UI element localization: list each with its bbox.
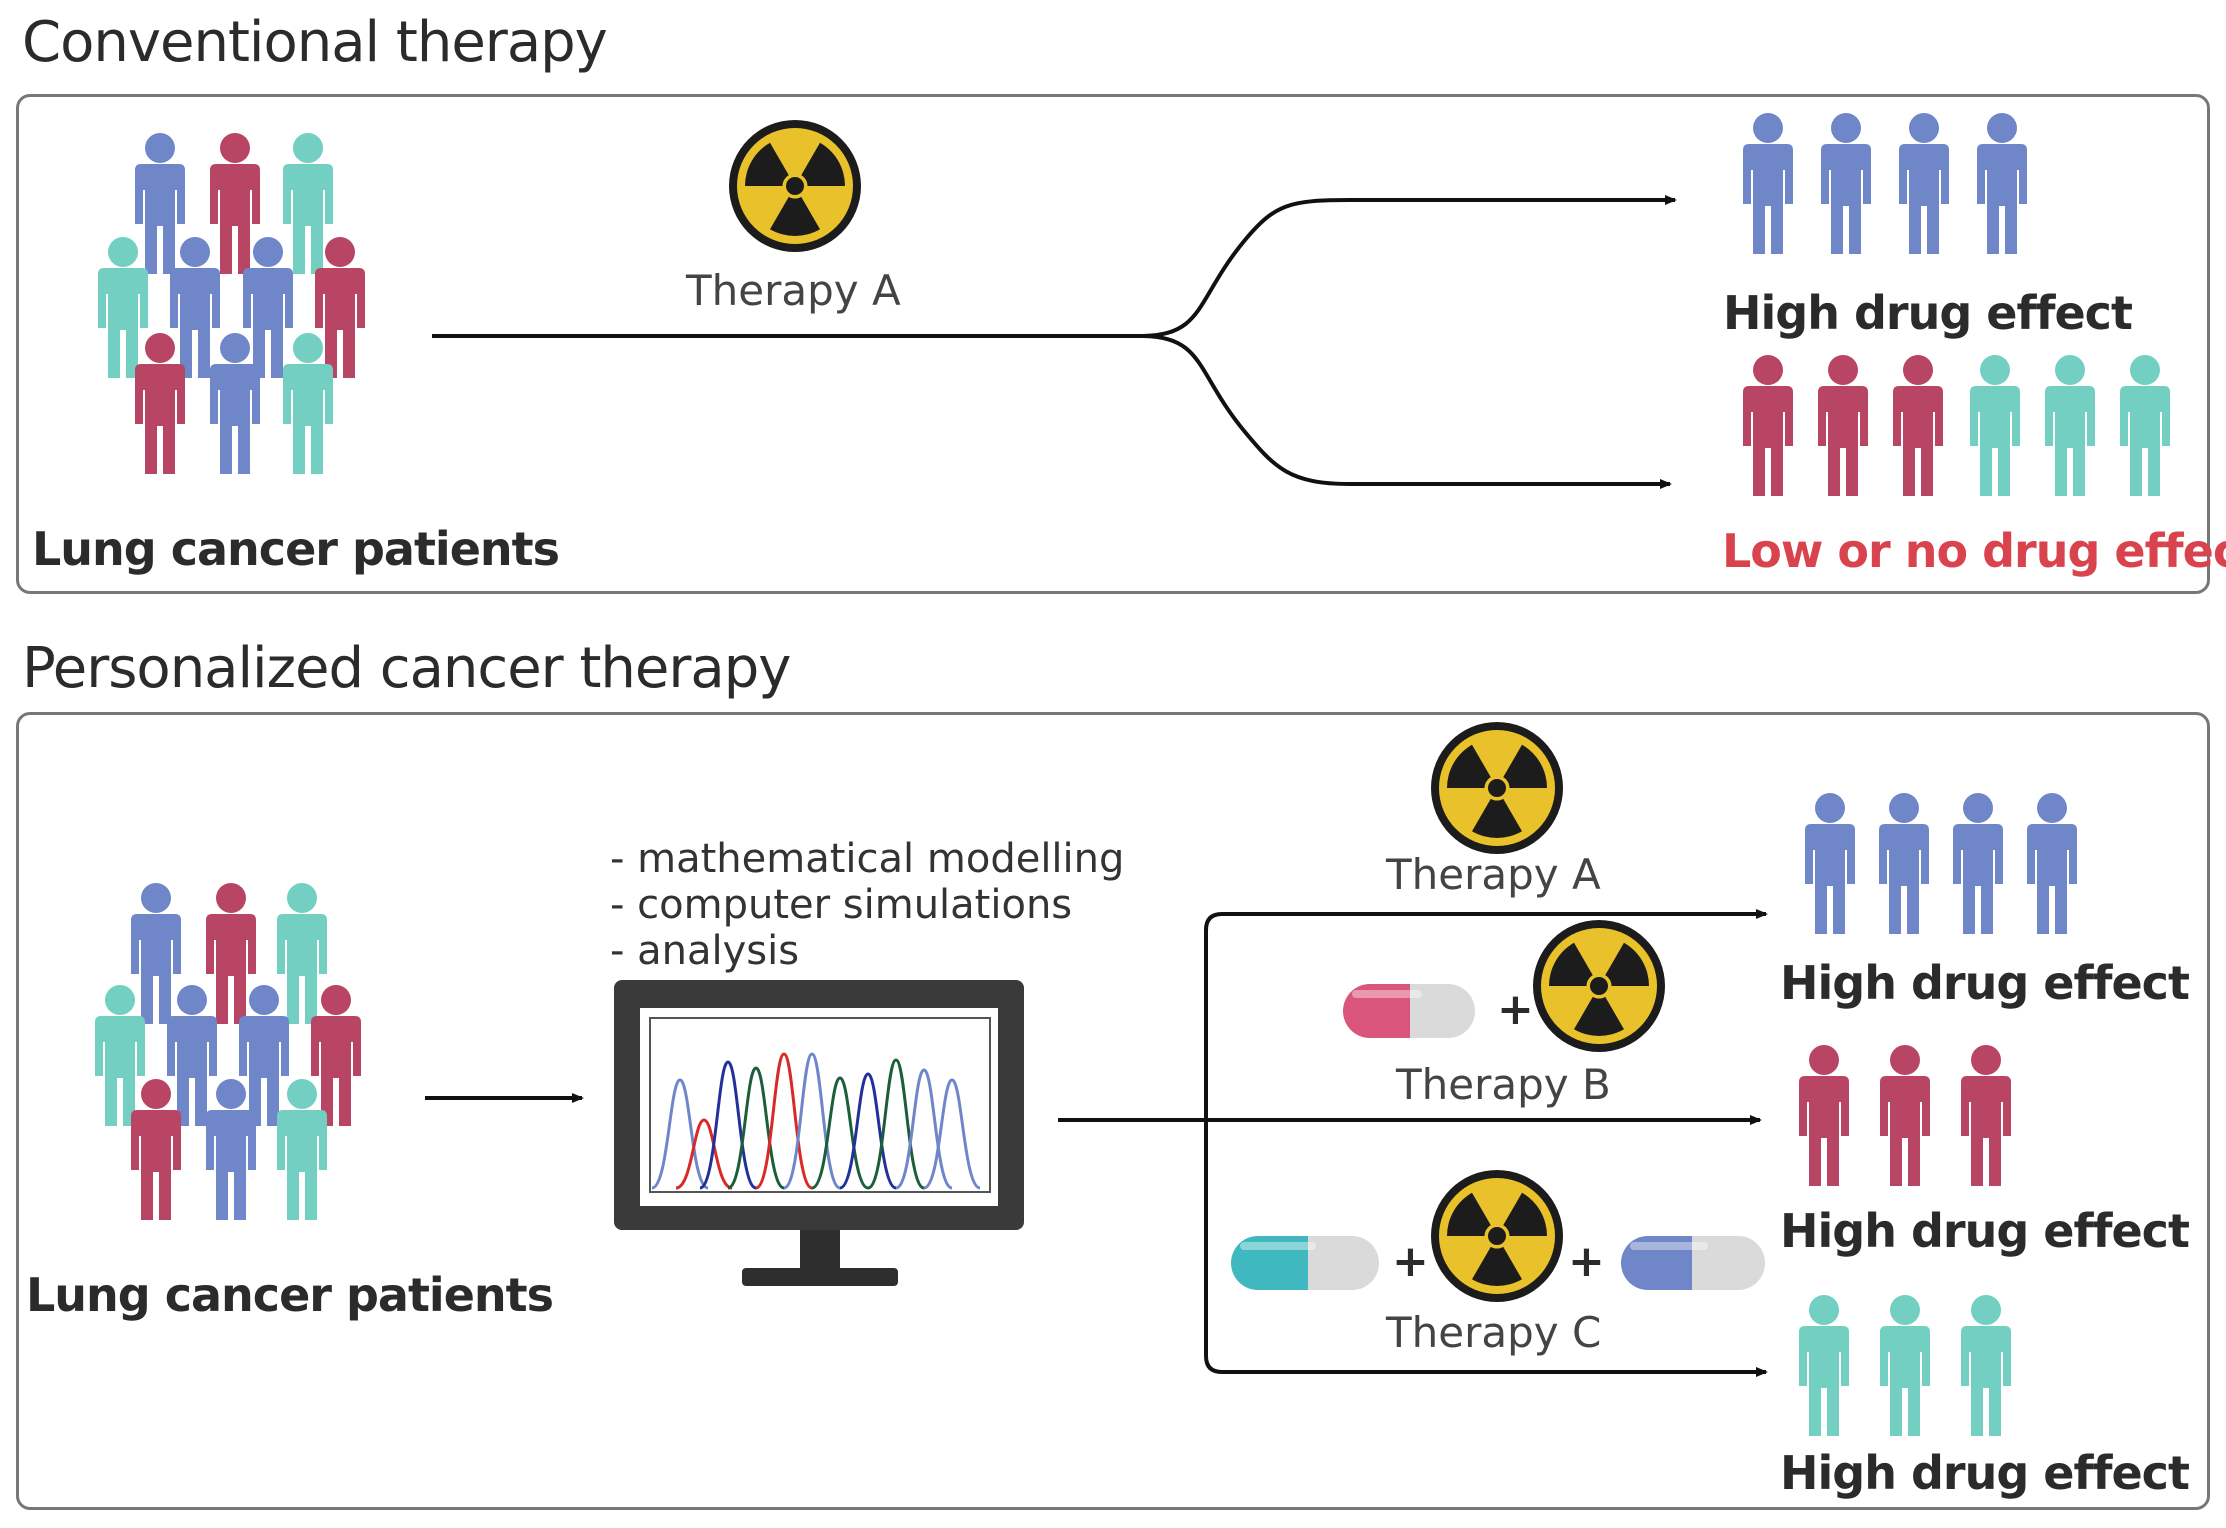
chromatogram-peaks <box>651 1052 981 1190</box>
therapy-a-outcome-group <box>1805 793 2077 934</box>
person-icon <box>243 237 293 378</box>
conventional-low-effect-label: Low or no drug effect <box>1722 524 2226 578</box>
person-icon <box>210 333 260 474</box>
person-icon <box>206 883 256 1024</box>
person-icon <box>1805 793 1855 934</box>
person-icon <box>2120 355 2170 496</box>
person-icon <box>135 333 185 474</box>
therapy-b-outcome-group <box>1799 1045 2011 1186</box>
therapy-c-combo <box>1231 1170 1765 1302</box>
person-icon <box>1799 1295 1849 1436</box>
person-icon <box>2027 793 2077 934</box>
therapy-c-outcome-label: High drug effect <box>1780 1446 2190 1500</box>
person-icon <box>1879 793 1929 934</box>
therapy-c-label: Therapy C <box>1386 1308 1602 1357</box>
person-icon <box>1961 1045 2011 1186</box>
personalized-title: Personalized cancer therapy <box>22 636 791 701</box>
radiation-hazard-icon <box>1431 722 1563 854</box>
therapy-a-label: Therapy A <box>1386 850 1601 899</box>
person-icon <box>1953 793 2003 934</box>
person-icon <box>239 985 289 1126</box>
therapy-b-outcome-label: High drug effect <box>1780 1204 2190 1258</box>
therapy-a-outcome-label: High drug effect <box>1780 956 2190 1010</box>
method-item: - mathematical modelling <box>610 836 1125 882</box>
method-item: - analysis <box>610 928 800 974</box>
capsule-icon <box>1231 1236 1379 1290</box>
person-icon <box>1743 113 1793 254</box>
conventional-low-effect-group <box>1743 355 2170 496</box>
person-icon <box>1818 355 1868 496</box>
methods-list: - mathematical modelling - computer simu… <box>610 836 1124 974</box>
computer-monitor-icon <box>614 980 1024 1286</box>
personalized-patients-crowd <box>95 883 361 1220</box>
person-icon <box>1899 113 1949 254</box>
person-icon <box>170 237 220 378</box>
conventional-arrows <box>432 195 1677 489</box>
radiation-hazard-icon <box>1431 1170 1563 1302</box>
personalized-arrows <box>1058 909 1768 1377</box>
person-icon <box>1799 1045 1849 1186</box>
person-icon <box>135 133 185 274</box>
method-item: - computer simulations <box>610 882 1073 928</box>
therapy-c-outcome-group <box>1799 1295 2011 1436</box>
personalized-patients-label: Lung cancer patients <box>26 1268 554 1322</box>
person-icon <box>167 985 217 1126</box>
conventional-high-effect-label: High drug effect <box>1723 286 2133 340</box>
plus-sign: + <box>1392 1236 1429 1287</box>
person-icon <box>1961 1295 2011 1436</box>
person-icon <box>98 237 148 378</box>
person-icon <box>311 985 361 1126</box>
radiation-hazard-icon <box>1533 920 1665 1052</box>
branch-arrow-low <box>1139 334 1672 489</box>
person-icon <box>206 1079 256 1220</box>
conventional-therapy-label: Therapy A <box>686 266 901 315</box>
person-icon <box>95 985 145 1126</box>
therapy-b-label: Therapy B <box>1396 1060 1611 1109</box>
person-icon <box>210 133 260 274</box>
conventional-patients-label: Lung cancer patients <box>32 522 560 576</box>
radiation-hazard-icon <box>729 120 861 252</box>
therapy-b-combo <box>1343 920 1665 1052</box>
plus-sign: + <box>1497 984 1534 1035</box>
person-icon <box>277 883 327 1024</box>
person-icon <box>131 883 181 1024</box>
person-icon <box>1977 113 2027 254</box>
person-icon <box>1970 355 2020 496</box>
person-icon <box>131 1079 181 1220</box>
person-icon <box>277 1079 327 1220</box>
person-icon <box>1821 113 1871 254</box>
branch-arrow-high <box>1139 195 1677 338</box>
conventional-high-effect-group <box>1743 113 2027 254</box>
person-icon <box>1743 355 1793 496</box>
plus-sign: + <box>1568 1236 1605 1287</box>
person-icon <box>1893 355 1943 496</box>
conventional-patients-crowd <box>98 133 365 474</box>
person-icon <box>2045 355 2095 496</box>
bracket-line <box>1204 912 1762 1374</box>
capsule-icon <box>1621 1236 1765 1290</box>
person-icon <box>1880 1295 1930 1436</box>
conventional-title: Conventional therapy <box>22 10 608 75</box>
person-icon <box>1880 1045 1930 1186</box>
capsule-icon <box>1343 984 1475 1038</box>
